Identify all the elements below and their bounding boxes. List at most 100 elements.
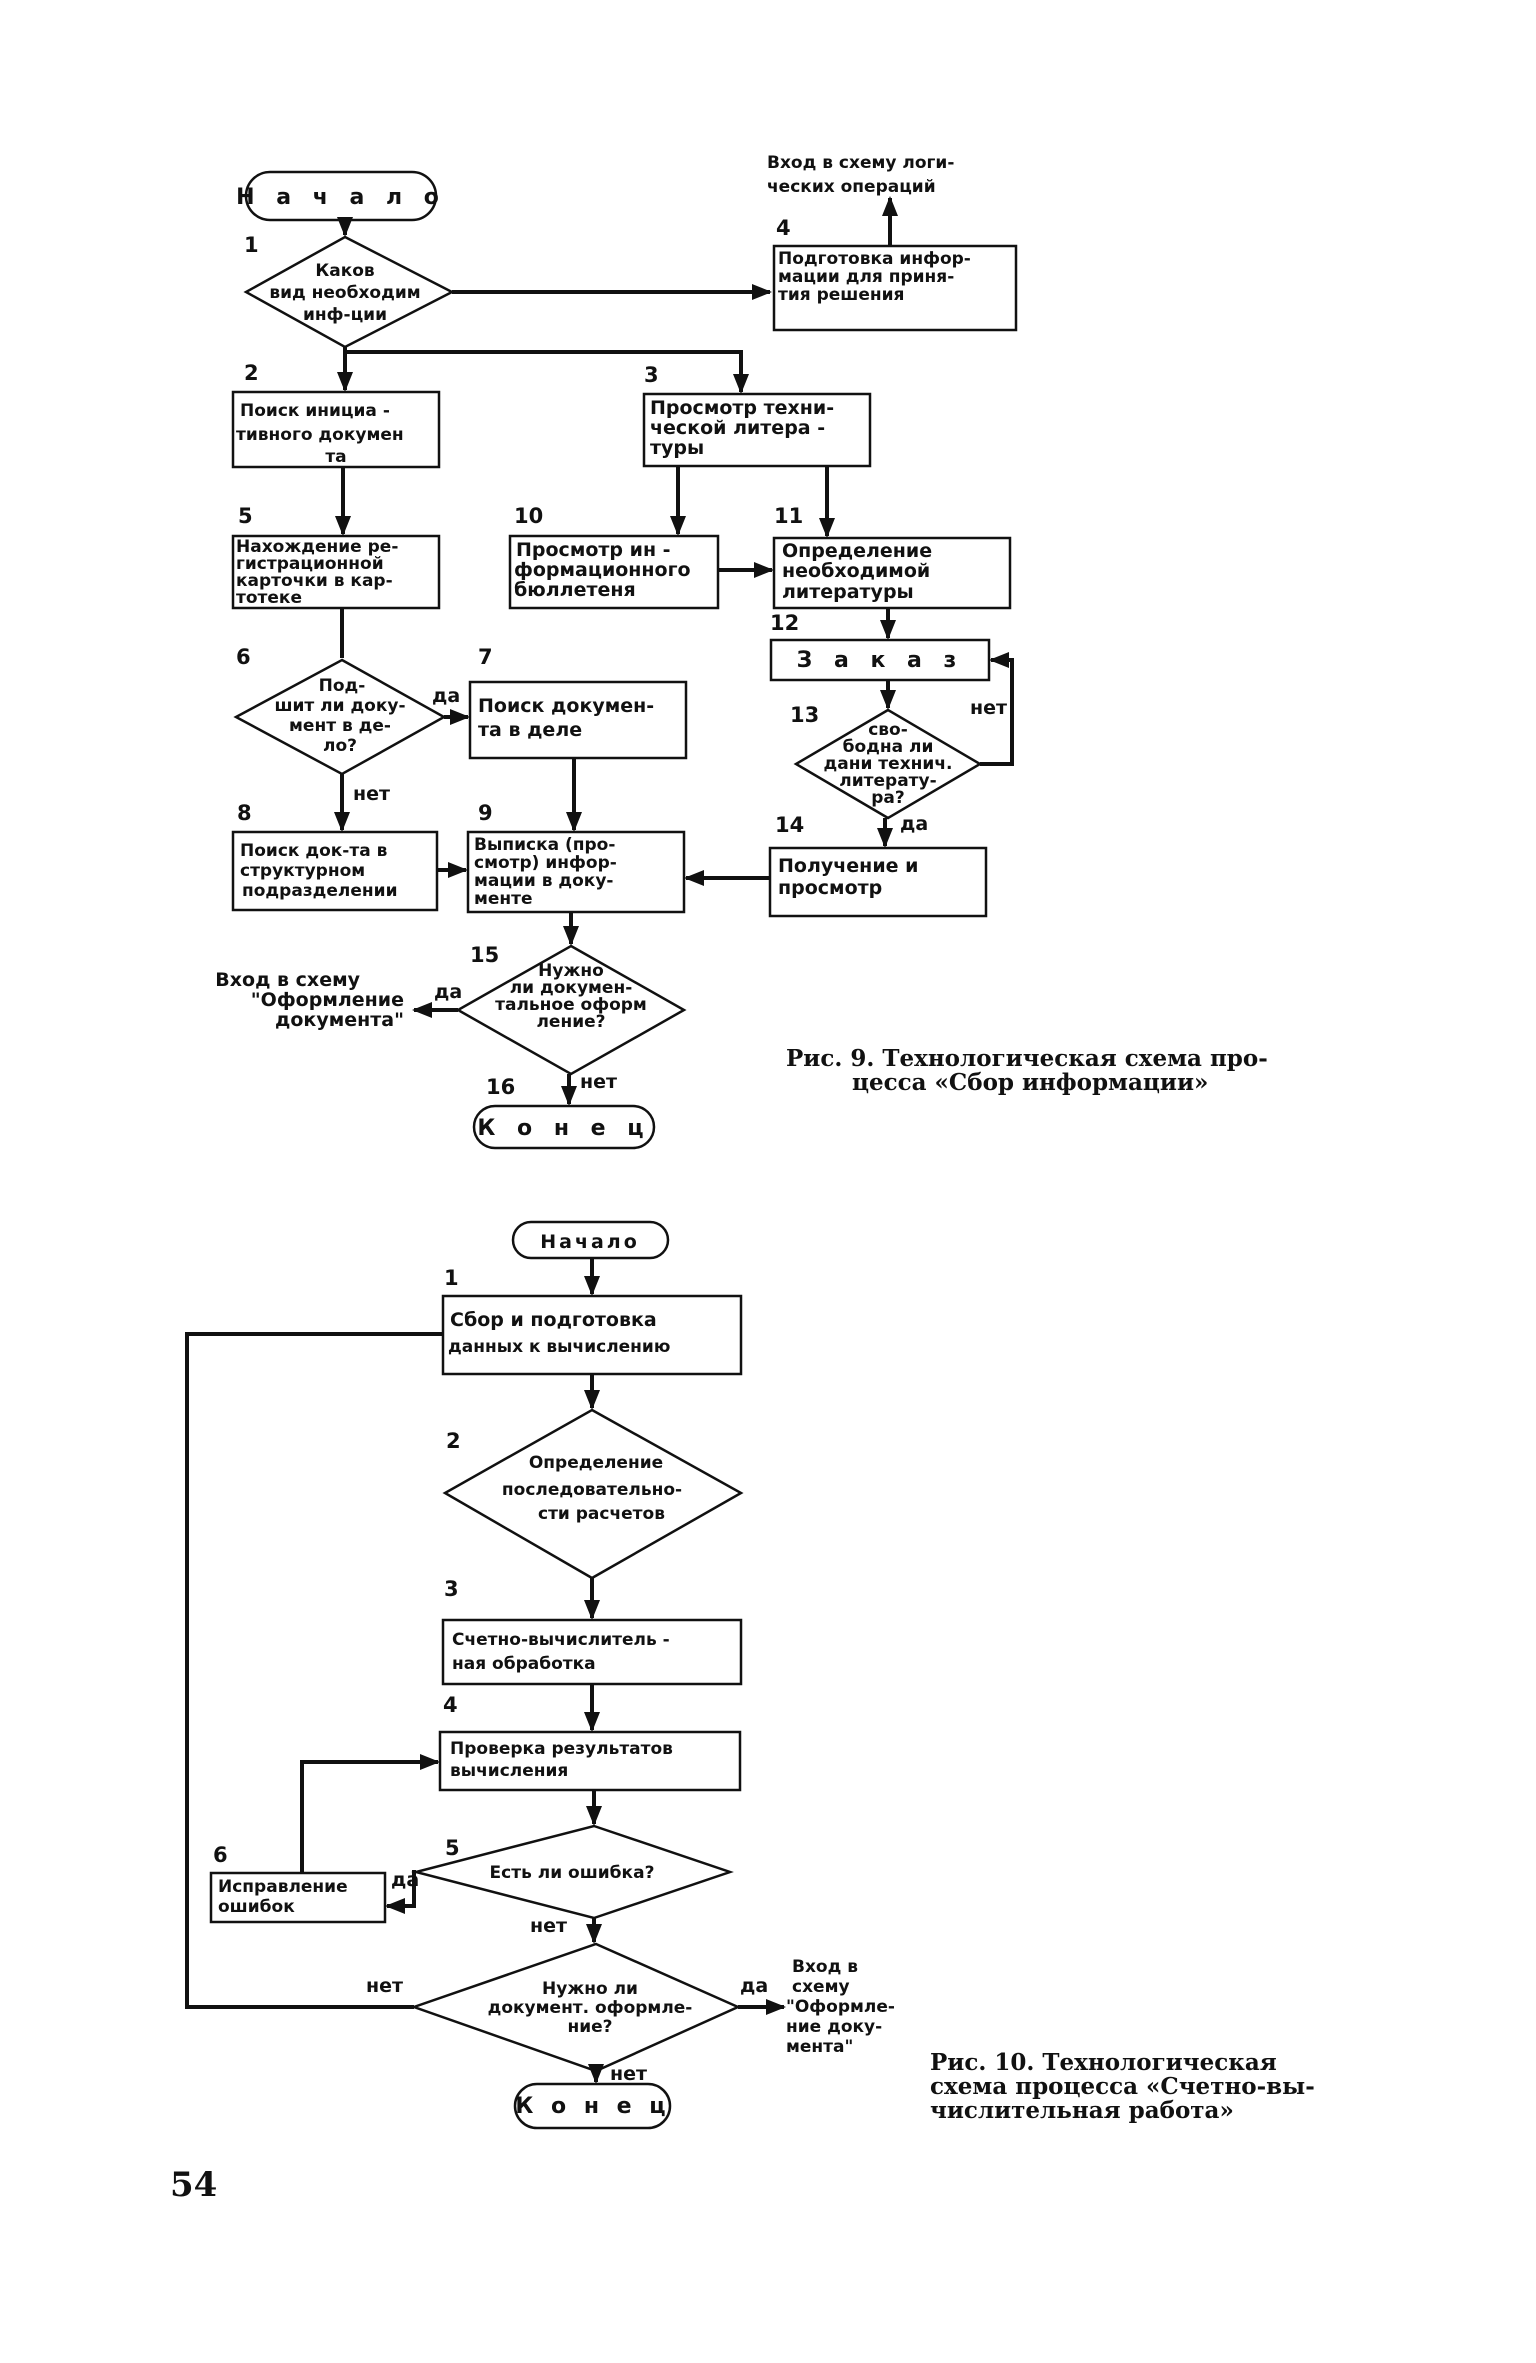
fig9-node-3-line: ческой литера -: [650, 417, 825, 439]
fig9-node-1-line: вид необходим: [269, 283, 420, 303]
fig9-node-9-line: Выписка (про-: [474, 835, 615, 855]
fig10-node-2-line: Определение: [529, 1453, 663, 1473]
fig10-node-5-line: Есть ли ошибка?: [490, 1863, 655, 1883]
fig9-end-terminal: 16 К о н е ц: [472, 1075, 656, 1150]
fig9-node-6-number: 6: [236, 645, 251, 669]
fig10-node-2-line: сти расчетов: [538, 1504, 665, 1524]
fig10-caption-line: схема процесса «Счетно-вы-: [930, 2073, 1315, 2100]
fig10-label-no-5: нет: [530, 1915, 567, 1937]
fig9-label-yes-6: да: [432, 685, 460, 707]
fig9-external-left-line: Вход в схему: [215, 969, 360, 991]
fig9-node-9-process: 9 Выписка (про- смотр) инфор- мации в до…: [466, 801, 686, 914]
fig9-node-11-line: необходимой: [782, 560, 930, 582]
fig10-node-5-decision: 5 Есть ли ошибка?: [411, 1824, 734, 1920]
fig9-node-8-line: структурном: [240, 861, 365, 881]
fig9-label-yes-15: да: [434, 981, 462, 1003]
fig9-external-document-entry: Вход в схему "Оформление документа": [215, 969, 404, 1031]
fig9-node-15-number: 15: [470, 943, 499, 967]
fig10-node-2-decision: 2 Определение последовательно- сти расче…: [442, 1408, 744, 1580]
fig9-node-15-decision: 15 Нужно ли докумен- тальное оформ ление…: [455, 943, 687, 1076]
fig9-node-5-number: 5: [238, 504, 253, 528]
fig9-node-2-number: 2: [244, 361, 259, 385]
fig9-node-9-line: менте: [474, 889, 533, 909]
fig10-end-terminal: К о н е ц: [513, 2082, 672, 2130]
fig9-node-10-line: Просмотр ин -: [516, 539, 671, 561]
fig9-node-16-number: 16: [486, 1075, 515, 1099]
fig9-node-14-line: Получение и: [778, 855, 918, 877]
fig10-caption: Рис. 10. Технологическая схема процесса …: [930, 2049, 1315, 2124]
fig9-external-left-line: "Оформление: [251, 989, 404, 1011]
fig9-node-8-line: Поиск док-та в: [240, 841, 388, 861]
fig9-node-4-line: мации для приня-: [778, 267, 954, 287]
fig9-node-10-number: 10: [514, 504, 543, 528]
fig10-external-right-line: ние доку-: [786, 2017, 882, 2037]
fig9-node-15-line: ли докумен-: [510, 978, 633, 998]
fig10-edges: [185, 1258, 786, 2084]
fig10-node-6-line: ошибок: [218, 1897, 295, 1917]
fig9-caption-line: цесса «Сбор информации»: [852, 1069, 1208, 1096]
fig9-node-14-line: просмотр: [778, 877, 882, 899]
fig10-node-3-number: 3: [444, 1577, 459, 1601]
fig9-node-10-line: формационного: [514, 559, 691, 581]
fig9-node-5-line: гистрационной: [236, 554, 384, 574]
fig9-node-11-number: 11: [774, 504, 803, 528]
fig10-node-6-number: 6: [213, 1843, 228, 1867]
fig10-node-6-line: Исправление: [218, 1877, 348, 1897]
fig9-label-no-15: нет: [580, 1071, 617, 1093]
edge-5-to-6-yes: [385, 1870, 416, 1914]
fig10-node-4-number: 4: [443, 1693, 458, 1717]
fig9-external-logic-entry: Вход в схему логи- ческих операций: [767, 153, 954, 197]
fig9-node-13-line: ра?: [871, 788, 905, 808]
fig9-node-9-line: мации в доку-: [474, 871, 613, 891]
fig9-node-6-line: ло?: [323, 736, 357, 756]
fig10-start-terminal: Начало: [511, 1220, 670, 1260]
fig10-external-right-line: Вход в: [792, 1957, 858, 1977]
page-number: 54: [170, 2165, 217, 2205]
fig10-external-right-line: схему: [792, 1977, 850, 1997]
edge-7-to-1-no: [185, 1332, 443, 2009]
fig9-node-5-line: тотеке: [236, 588, 302, 608]
fig9-node-3-line: туры: [650, 437, 704, 459]
fig9-node-14-process: 14 Получение и просмотр: [768, 813, 988, 918]
fig10-label-no-7-down: нет: [610, 2063, 647, 2085]
fig9-node-7-number: 7: [478, 645, 493, 669]
edge-1-to-3: [345, 350, 749, 394]
fig9-node-5-process: 5 Нахождение ре- гистрационной карточки …: [231, 504, 441, 610]
fig10-node-3-process: 3 Счетно-вычислитель - ная обработка: [441, 1577, 743, 1686]
fig10-node-3-line: Счетно-вычислитель -: [452, 1630, 670, 1650]
fig9-node-8-number: 8: [237, 801, 252, 825]
fig9-label-no-6: нет: [353, 783, 390, 805]
fig9-node-12-line: З а к а з: [797, 648, 964, 673]
fig9-node-11-process: 11 Определение необходимой литературы: [772, 504, 1012, 610]
fig9-caption-line: Рис. 9. Технологическая схема про-: [786, 1045, 1268, 1072]
fig9-external-top-line: ческих операций: [767, 177, 936, 197]
fig9-node-12-number: 12: [770, 611, 799, 635]
fig9-node-13-line: сво-: [868, 720, 908, 740]
fig9-node-1-decision: 1 Каков вид необходим инф-ции: [243, 233, 455, 349]
fig10-node-2-number: 2: [446, 1429, 461, 1453]
fig10-node-5-number: 5: [445, 1836, 460, 1860]
fig10-node-4-line: Проверка результатов: [450, 1739, 673, 1759]
fig9-node-15-line: Нужно: [538, 961, 604, 981]
fig9-node-13-number: 13: [790, 703, 819, 727]
fig9-node-12-process: 12 З а к а з: [769, 611, 991, 682]
fig9-node-4-process: 4 Подготовка инфор- мации для приня- тия…: [772, 216, 1018, 332]
fig9-node-4-number: 4: [776, 216, 791, 240]
fig9-node-7-line: Поиск докумен-: [478, 695, 654, 717]
fig9-node-4-line: Подготовка инфор-: [778, 249, 971, 269]
fig9-start-terminal: Н а ч а л о: [236, 170, 439, 222]
fig9-node-15-line: ление?: [536, 1012, 605, 1032]
fig9-edge-labels: да нет нет да да нет: [353, 685, 1007, 1093]
fig9-node-13-line: бодна ли: [843, 737, 934, 757]
edge-6-to-4: [300, 1754, 440, 1873]
fig9-node-8-line: подразделении: [242, 881, 397, 901]
fig10-external-right-line: мента": [786, 2037, 853, 2057]
fig9-node-1-number: 1: [244, 233, 259, 257]
fig9-node-5-line: Нахождение ре-: [236, 537, 398, 557]
fig9-external-top-line: Вход в схему логи-: [767, 153, 954, 173]
fig10-node-3-line: ная обработка: [452, 1654, 596, 1674]
fig9-node-6-line: Под-: [319, 676, 366, 696]
fig9-node-6-decision: 6 Под- шит ли доку- мент в де- ло?: [233, 645, 447, 776]
fig10-end-label: К о н е ц: [515, 2094, 670, 2119]
